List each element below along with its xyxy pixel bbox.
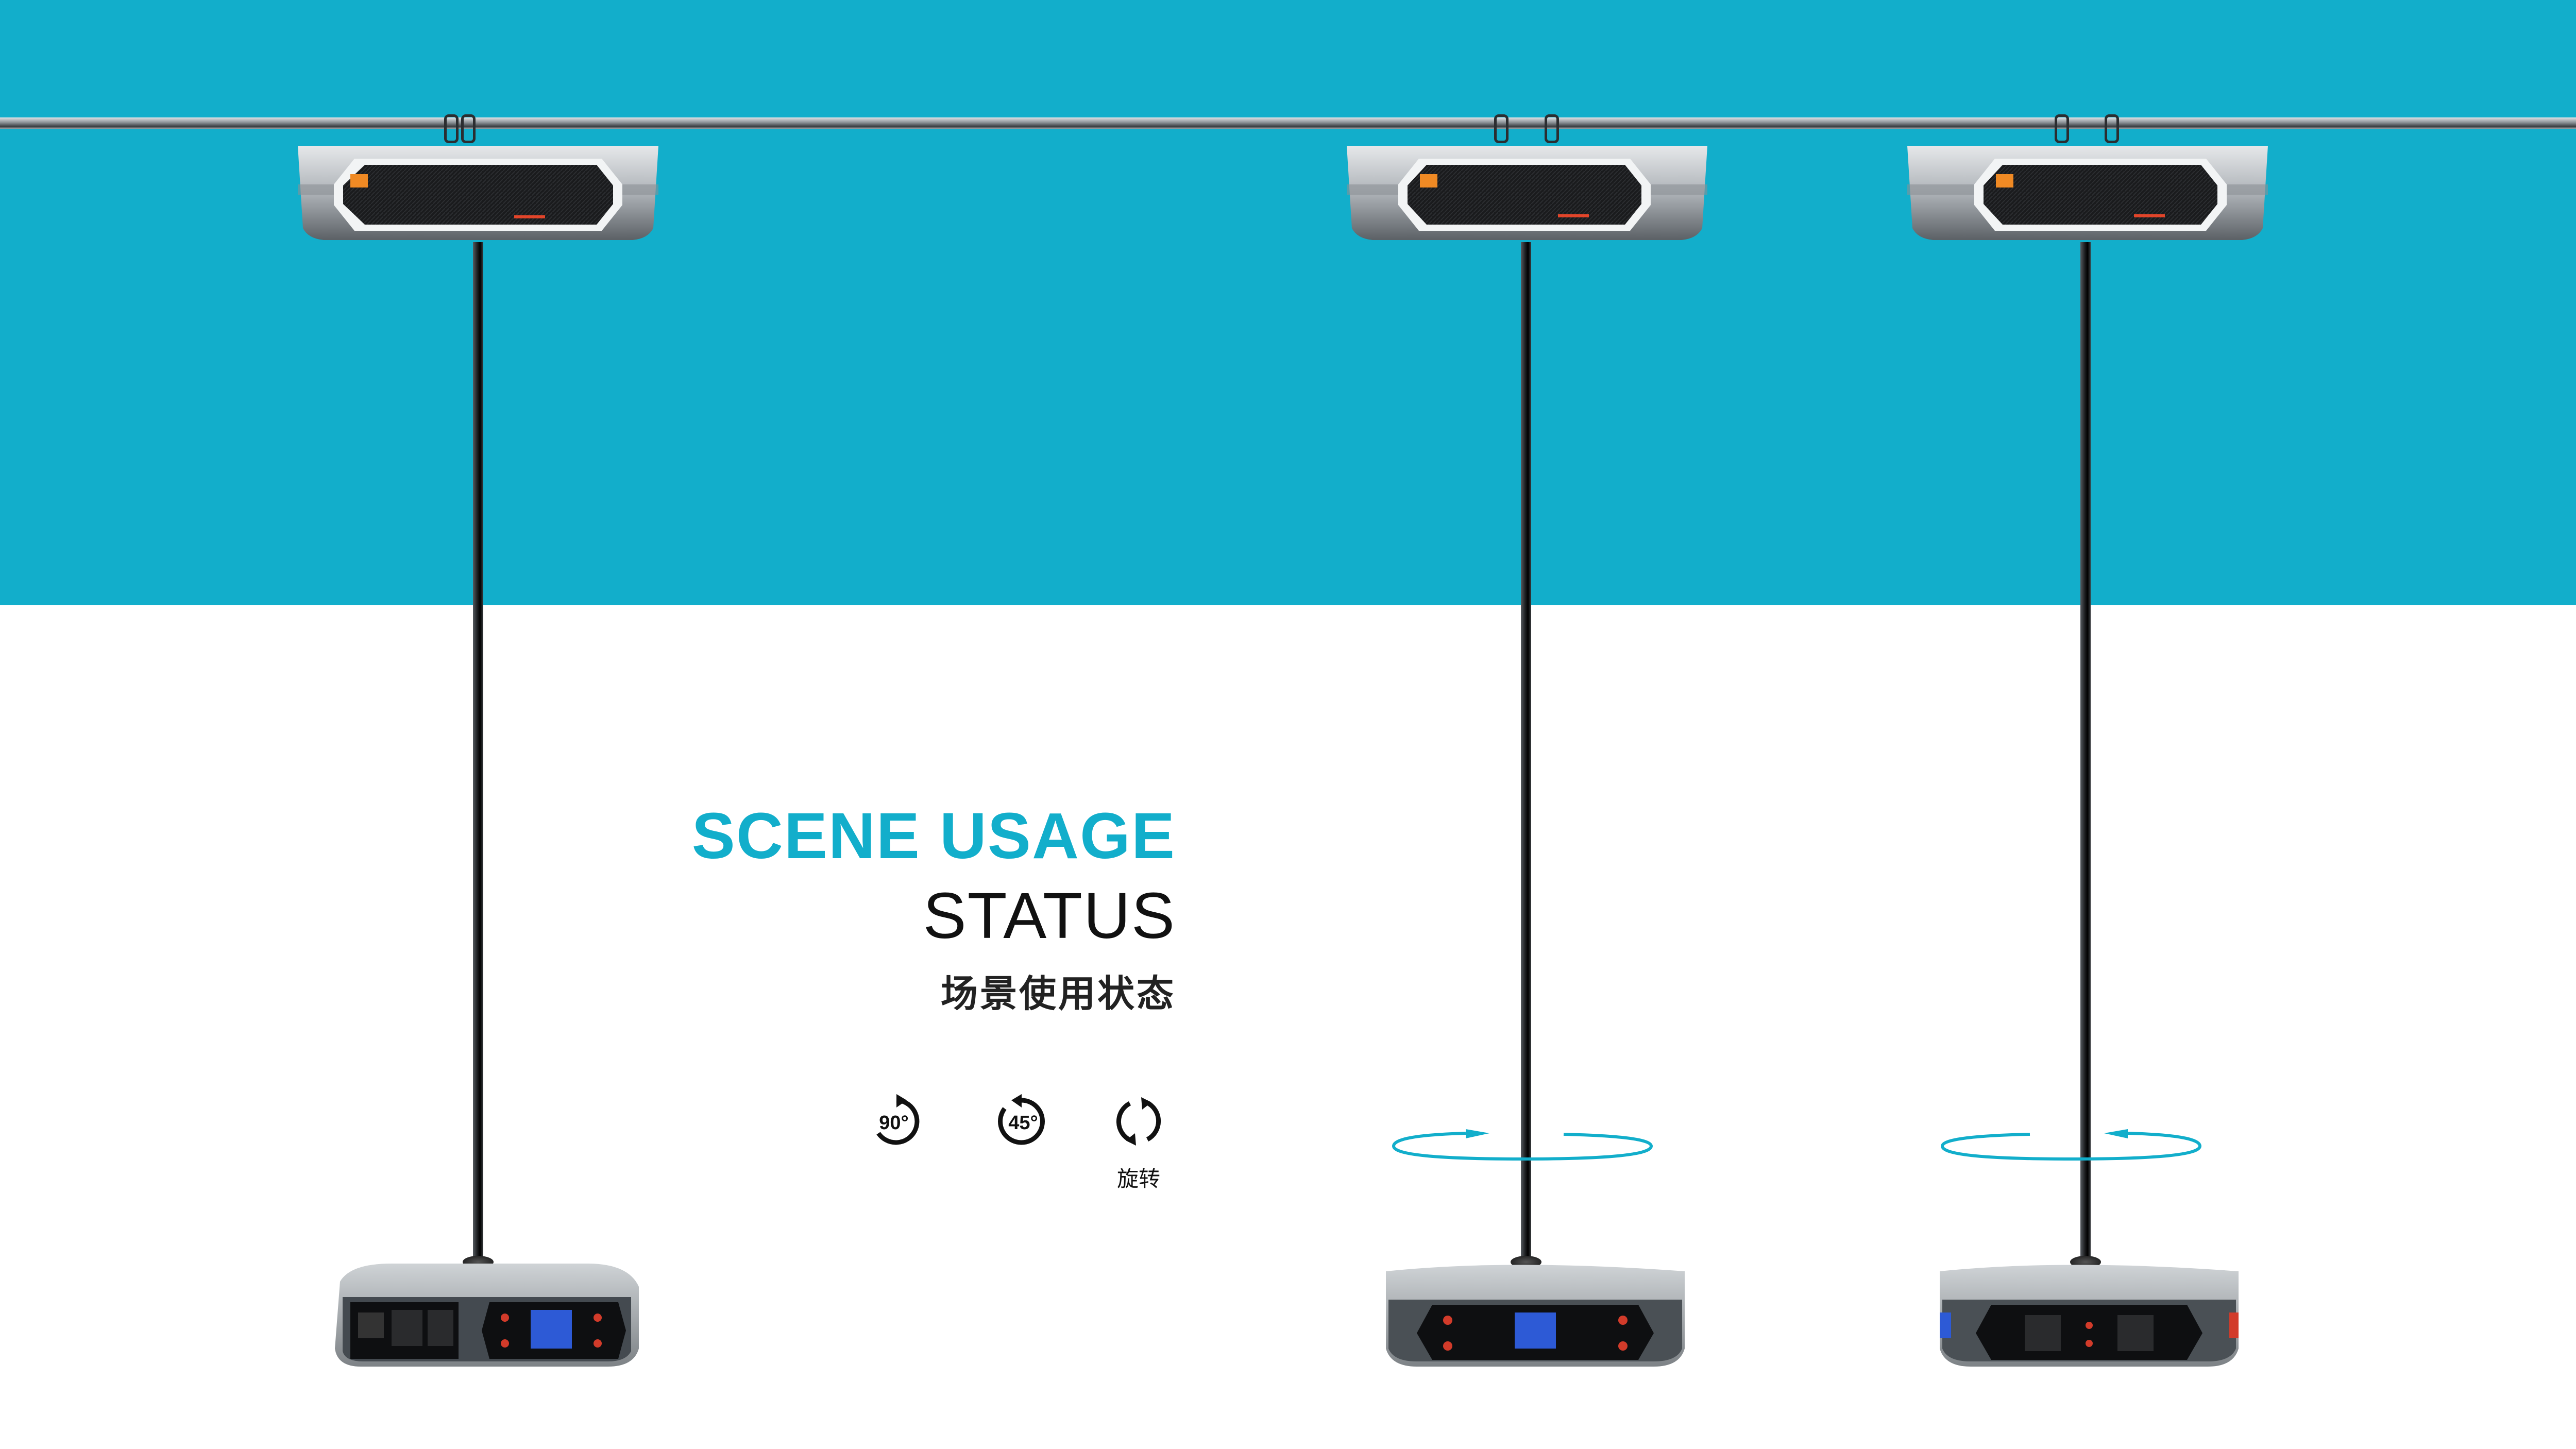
ceiling-device-3: [1907, 146, 2268, 240]
rail-hook: [2105, 114, 2119, 143]
ceiling-rail: [0, 117, 2576, 129]
power-socket: [2025, 1315, 2061, 1351]
rotate-45-icon: 45°: [998, 1094, 1045, 1145]
support-pole: [473, 242, 483, 1265]
floor-base-1: [335, 1264, 639, 1367]
rail-hook: [1494, 114, 1509, 143]
rotation-indicator-counter-clockwise: [1940, 1129, 2202, 1161]
floor-base-3: [1940, 1265, 2239, 1367]
support-pole: [1521, 242, 1531, 1265]
control-screen: [531, 1310, 572, 1349]
rotate-90-icon: 90°: [876, 1094, 920, 1145]
power-socket: [2117, 1315, 2154, 1351]
rail-hook: [1545, 114, 1559, 143]
rotate-360-icon: [1116, 1097, 1161, 1146]
rotation-indicator-clockwise: [1392, 1129, 1653, 1161]
ceiling-device-1: [298, 146, 658, 240]
brand-logo: [1996, 174, 2013, 187]
ceiling-device-2: [1347, 146, 1707, 240]
brand-logo: [350, 174, 368, 187]
heading-chinese-title: 场景使用状态: [940, 972, 1176, 1015]
control-screen: [1515, 1312, 1556, 1349]
rail-hook: [461, 114, 476, 143]
rail-hook: [2055, 114, 2069, 143]
rotate-90-label: 90°: [879, 1112, 908, 1134]
heading-scene-usage: SCENE USAGE: [691, 799, 1176, 872]
heading-status: STATUS: [923, 879, 1176, 952]
rotate-45-label: 45°: [1008, 1112, 1038, 1134]
floor-base-2: [1386, 1265, 1685, 1367]
support-pole: [2080, 242, 2091, 1265]
teal-background-band: [0, 0, 2576, 605]
brand-logo: [1420, 174, 1437, 187]
rail-hook: [444, 114, 459, 143]
rotate-caption: 旋转: [1116, 1166, 1160, 1191]
